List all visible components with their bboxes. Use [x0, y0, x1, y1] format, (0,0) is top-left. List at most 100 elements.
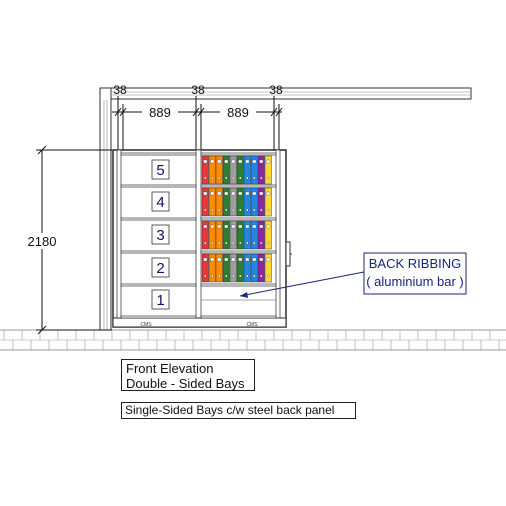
binder — [264, 220, 272, 250]
binder-ring — [231, 274, 235, 278]
binder-label — [238, 159, 243, 164]
binder-ring — [224, 176, 228, 180]
binder-label — [245, 159, 250, 164]
binder-ring — [210, 208, 214, 212]
binder-label — [245, 224, 250, 229]
dim-38-middle: 38 — [191, 83, 205, 97]
binder-label — [210, 257, 215, 262]
binder-ring — [259, 241, 263, 245]
binder — [208, 155, 216, 185]
binder-label — [231, 224, 236, 229]
binder — [229, 155, 237, 185]
binder-ring — [259, 176, 263, 180]
binder — [208, 187, 216, 217]
binder — [208, 220, 216, 250]
binder-label — [245, 191, 250, 196]
binder — [229, 253, 237, 283]
binder — [215, 155, 223, 185]
binder — [236, 187, 244, 217]
shelf-plank — [120, 184, 197, 188]
back-ribbing-subtitle: ( aluminium bar ) — [366, 274, 464, 289]
binder — [257, 220, 265, 250]
shelf-plank — [120, 217, 197, 221]
binder-label — [210, 224, 215, 229]
binder-label — [217, 191, 222, 196]
floor-hatch — [0, 329, 506, 351]
binder-label — [203, 159, 208, 164]
shelf-plank — [200, 152, 277, 156]
shelf-label-1: 1 — [156, 292, 164, 309]
shelf-plank — [200, 184, 277, 188]
binder-label — [259, 224, 264, 229]
binder-label — [203, 257, 208, 262]
shelf-plank — [120, 152, 197, 156]
binder — [250, 155, 258, 185]
binder-ring — [238, 241, 242, 245]
binder-label — [203, 191, 208, 196]
binder-ring — [266, 176, 270, 180]
binder — [236, 253, 244, 283]
caption-line-2: Double - Sided Bays — [126, 376, 245, 391]
binder-label — [203, 224, 208, 229]
shelves — [120, 152, 277, 319]
binder-ring — [245, 208, 249, 212]
binder-ring — [266, 208, 270, 212]
binder-ring — [259, 208, 263, 212]
caption-line-1: Front Elevation — [126, 361, 214, 376]
shelf-plank — [200, 315, 277, 319]
binder-label — [266, 191, 271, 196]
binder-label — [217, 257, 222, 262]
binder-ring — [217, 274, 221, 278]
binder — [201, 187, 209, 217]
binder — [222, 253, 230, 283]
binder — [222, 220, 230, 250]
binder — [215, 253, 223, 283]
binder-ring — [266, 241, 270, 245]
shelf-label-2: 2 — [156, 260, 164, 277]
shelf-plank — [200, 283, 277, 287]
binder — [257, 155, 265, 185]
shelf-plank — [200, 217, 277, 221]
shelf-labels: 5 4 3 2 1 — [151, 159, 170, 310]
binder-label — [238, 224, 243, 229]
binder-ring — [224, 241, 228, 245]
binder-ring — [245, 274, 249, 278]
binder — [215, 220, 223, 250]
binder-ring — [203, 241, 207, 245]
binder-ring — [203, 274, 207, 278]
single-sided-note: Single-Sided Bays c/w steel back panel — [121, 402, 356, 419]
shelf-plank — [120, 315, 197, 319]
binder-ring — [231, 176, 235, 180]
binder — [229, 220, 237, 250]
binder-label — [231, 257, 236, 262]
binder-ring — [252, 274, 256, 278]
binder-ring — [238, 208, 242, 212]
binder-ring — [203, 208, 207, 212]
binder-label — [252, 224, 257, 229]
shelf-plank — [120, 250, 197, 254]
shelf-plank — [120, 283, 197, 287]
binder — [257, 187, 265, 217]
binder — [264, 155, 272, 185]
binder-ring — [252, 208, 256, 212]
front-elevation-caption: Front Elevation Double - Sided Bays — [121, 359, 255, 391]
binder — [243, 253, 251, 283]
binder-ring — [245, 241, 249, 245]
binder-label — [210, 159, 215, 164]
binder-ring — [231, 241, 235, 245]
binder-label — [266, 257, 271, 262]
back-ribbing-title: BACK RIBBING — [369, 256, 461, 271]
binder — [250, 253, 258, 283]
binder — [201, 220, 209, 250]
plinth-label-left: CMS — [140, 322, 152, 328]
binder-label — [210, 191, 215, 196]
binder-ring — [266, 274, 270, 278]
binder-label — [224, 257, 229, 262]
height-dimension-label: 2180 — [28, 234, 57, 249]
binder-label — [259, 159, 264, 164]
binder-ring — [252, 241, 256, 245]
binder-ring — [224, 208, 228, 212]
binder-label — [224, 224, 229, 229]
binder-ring — [238, 274, 242, 278]
